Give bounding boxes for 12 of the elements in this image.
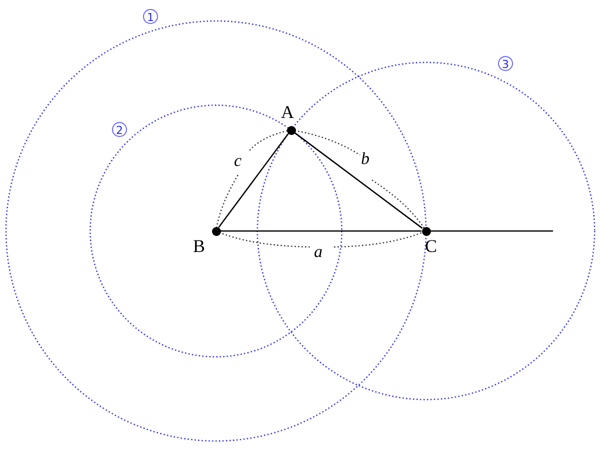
triangle-side	[294, 132, 423, 229]
point-label: C	[425, 237, 438, 255]
point-label: B	[193, 237, 206, 255]
side-label: c	[234, 152, 242, 169]
side-label: a	[314, 243, 322, 260]
step-number: 2	[112, 122, 127, 137]
point-label: A	[281, 103, 294, 121]
triangle-side	[218, 133, 289, 228]
side-label: b	[361, 150, 370, 167]
step-number: 1	[143, 9, 158, 24]
step-number: 3	[498, 56, 513, 71]
triangle-side	[220, 230, 422, 232]
